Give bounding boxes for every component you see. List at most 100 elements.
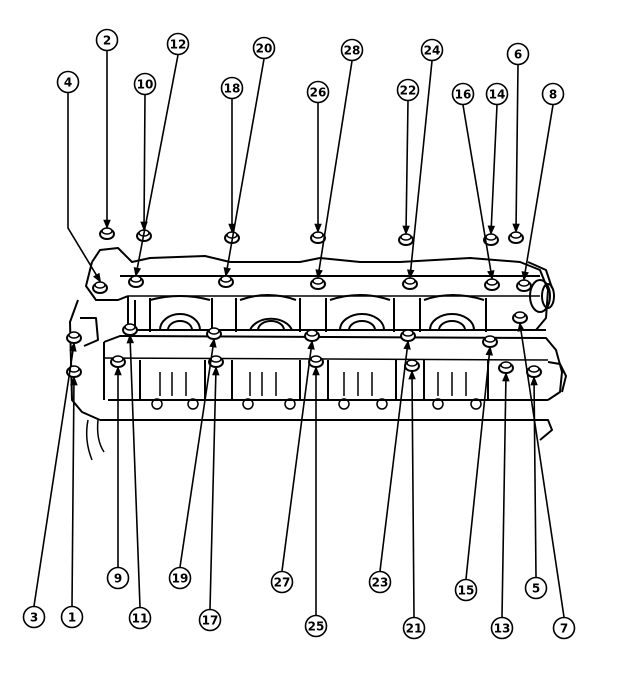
callout-7: 7: [552, 616, 576, 640]
leader-line-23: [379, 341, 409, 572]
callout-9: 9: [106, 566, 130, 590]
callout-18: 18: [220, 76, 244, 100]
callout-number-19: 19: [172, 572, 189, 586]
bolt-26: [310, 231, 326, 244]
leader-line-1: [71, 377, 75, 607]
callout-22: 22: [396, 78, 420, 102]
callout-25: 25: [304, 614, 328, 638]
arrowhead-17: [212, 365, 220, 376]
arrowhead-23: [403, 339, 411, 350]
arrowhead-15: [485, 345, 493, 356]
callout-number-10: 10: [137, 78, 154, 92]
leader-lines: [33, 51, 565, 618]
arrowhead-16: [487, 270, 495, 281]
callout-circle-13: [490, 616, 514, 640]
callout-20: 20: [252, 36, 276, 60]
bolt-5: [526, 365, 542, 378]
callout-number-27: 27: [274, 576, 291, 590]
leader-line-3: [33, 343, 75, 607]
callout-23: 23: [368, 570, 392, 594]
callout-circle-12: [166, 32, 190, 56]
callout-number-7: 7: [560, 622, 568, 636]
bolt-15: [482, 335, 498, 348]
arrowhead-5: [530, 375, 538, 386]
bolt-13: [498, 361, 514, 374]
callout-number-14: 14: [489, 88, 506, 102]
callout-circle-26: [306, 80, 330, 104]
callout-21: 21: [402, 616, 426, 640]
callout-circle-2: [95, 28, 119, 52]
callout-10: 10: [133, 72, 157, 96]
callout-number-8: 8: [549, 88, 557, 102]
bolt-16: [484, 278, 500, 291]
callout-circle-28: [340, 38, 364, 62]
arrowhead-11: [126, 333, 135, 344]
leader-line-24: [409, 60, 433, 278]
bolt-24: [402, 277, 418, 290]
callout-number-16: 16: [455, 88, 472, 102]
callout-circle-11: [128, 606, 152, 630]
callout-circle-27: [270, 570, 294, 594]
bolt-12: [128, 275, 144, 288]
callout-6: 6: [506, 42, 530, 66]
callout-circle-18: [220, 76, 244, 100]
arrowhead-8: [521, 271, 529, 282]
arrowhead-22: [402, 225, 410, 236]
arrowhead-21: [408, 369, 416, 380]
leader-line-6: [515, 64, 519, 232]
callout-number-23: 23: [372, 576, 389, 590]
leader-line-8: [523, 104, 554, 280]
arrowhead-1: [70, 375, 78, 386]
leader-line-13: [501, 373, 507, 618]
callout-circle-16: [451, 82, 475, 106]
callout-3: 3: [22, 605, 46, 629]
bolt-14: [483, 233, 499, 246]
arrowhead-4: [93, 272, 102, 283]
callout-number-21: 21: [406, 622, 423, 636]
callout-number-28: 28: [344, 44, 361, 58]
bolt-21: [404, 359, 420, 372]
callout-8: 8: [541, 82, 565, 106]
arrowhead-28: [315, 269, 323, 280]
arrowhead-27: [307, 339, 315, 350]
bolt-callouts: 1234567891011121314151617181920212223242…: [22, 28, 576, 640]
callout-circle-20: [252, 36, 276, 60]
callout-16: 16: [451, 82, 475, 106]
callout-number-5: 5: [532, 582, 540, 596]
callout-19: 19: [168, 566, 192, 590]
callout-26: 26: [306, 80, 330, 104]
callout-circle-8: [541, 82, 565, 106]
callout-number-2: 2: [103, 34, 111, 48]
callout-number-6: 6: [514, 48, 522, 62]
callout-circle-3: [22, 605, 46, 629]
callout-number-9: 9: [114, 572, 122, 586]
callout-14: 14: [485, 82, 509, 106]
callout-number-13: 13: [494, 622, 511, 636]
callout-circle-22: [396, 78, 420, 102]
arrowhead-26: [314, 223, 322, 234]
leader-line-27: [281, 341, 313, 572]
arrowhead-18: [228, 223, 236, 234]
arrowhead-2: [103, 219, 111, 230]
callout-number-26: 26: [310, 86, 327, 100]
arrowhead-24: [407, 269, 415, 280]
leader-line-4: [67, 93, 101, 282]
callout-2: 2: [95, 28, 119, 52]
bolt-22: [398, 233, 414, 246]
callout-number-1: 1: [68, 611, 76, 625]
callout-11: 11: [128, 606, 152, 630]
leader-line-17: [209, 367, 217, 610]
bolt-19: [206, 327, 222, 340]
callout-circle-7: [552, 616, 576, 640]
bolt-3: [66, 331, 82, 344]
bolt-8: [516, 279, 532, 292]
callout-number-11: 11: [132, 612, 149, 626]
callout-number-20: 20: [256, 42, 273, 56]
leader-line-11: [129, 335, 141, 608]
callout-28: 28: [340, 38, 364, 62]
bolt-4: [92, 281, 108, 294]
bolt-7: [512, 311, 528, 324]
bolt-20: [218, 275, 234, 288]
